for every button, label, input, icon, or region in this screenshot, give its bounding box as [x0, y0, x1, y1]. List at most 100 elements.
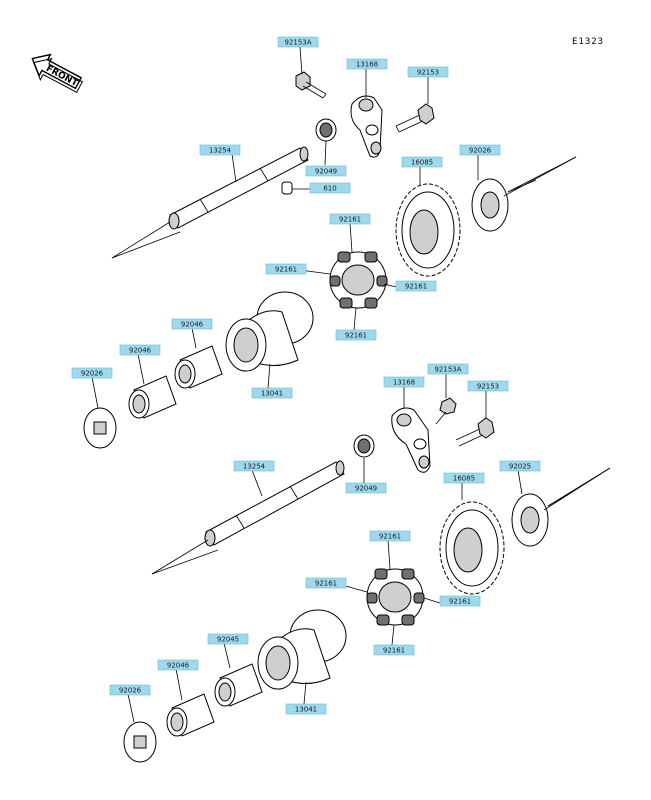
callout-text: 92153A [284, 39, 311, 47]
bearing-92049-lower [353, 434, 375, 458]
callout-box[interactable] [71, 367, 113, 379]
needle-bearing-92046-upper-b [128, 375, 177, 419]
arm-13168-lower [391, 407, 431, 473]
gear-16085-upper [395, 183, 461, 277]
callout-box[interactable] [443, 472, 485, 484]
callout-box[interactable] [499, 460, 541, 472]
callout-box[interactable] [427, 363, 469, 375]
callout-92153A[interactable]: 92153A [427, 363, 469, 375]
callout-box[interactable] [119, 344, 161, 356]
callout-16085[interactable]: 16085 [401, 156, 443, 168]
callout-box[interactable] [277, 36, 319, 48]
callout-box[interactable] [157, 659, 199, 671]
pin-610-upper [281, 181, 293, 195]
callout-box[interactable] [401, 156, 443, 168]
callout-text: 16085 [453, 475, 475, 483]
callout-92026[interactable]: 92026 [109, 684, 151, 696]
callout-92049[interactable]: 92049 [305, 165, 347, 177]
callout-box[interactable] [459, 144, 501, 156]
callout-text: 92045 [217, 636, 239, 644]
callout-16085[interactable]: 16085 [443, 472, 485, 484]
callout-box[interactable] [309, 182, 351, 194]
callout-text: 92161 [379, 533, 401, 541]
callout-box[interactable] [109, 684, 151, 696]
callout-box[interactable] [171, 318, 213, 330]
callout-text: 92161 [383, 647, 405, 655]
callout-box[interactable] [233, 460, 275, 472]
washer-92026-upper-left [83, 407, 117, 449]
callout-92046[interactable]: 92046 [119, 344, 161, 356]
callout-92153A[interactable]: 92153A [277, 36, 319, 48]
callout-text: 92153 [477, 383, 499, 391]
callout-92153[interactable]: 92153 [467, 380, 509, 392]
callout-13041[interactable]: 13041 [251, 387, 293, 399]
callout-box[interactable] [251, 387, 293, 399]
callout-box[interactable] [439, 595, 481, 607]
callout-text: 92161 [315, 580, 337, 588]
bolt-92153a-lower [435, 397, 457, 425]
callout-92026[interactable]: 92026 [459, 144, 501, 156]
callout-text: 92153A [434, 366, 461, 374]
callout-box[interactable] [285, 703, 327, 715]
needle-bearing-92045-lower-a [214, 663, 263, 707]
callout-text: 92026 [119, 687, 142, 695]
callout-text: 92153 [417, 69, 439, 77]
callout-text: 13041 [295, 706, 317, 714]
bearing-92049-upper [315, 118, 337, 142]
callout-box[interactable] [335, 329, 377, 341]
callout-13041[interactable]: 13041 [285, 703, 327, 715]
callout-text: 92026 [81, 370, 104, 378]
callout-text: 13041 [261, 390, 283, 398]
hub-13041-lower [257, 609, 347, 690]
callout-92161[interactable]: 92161 [305, 577, 347, 589]
callout-box[interactable] [199, 144, 241, 156]
callout-box[interactable] [305, 577, 347, 589]
callout-92025[interactable]: 92025 [499, 460, 541, 472]
callout-box[interactable] [383, 376, 425, 388]
callout-13168[interactable]: 13168 [346, 58, 388, 70]
callout-92161[interactable]: 92161 [395, 280, 437, 292]
callout-92045[interactable]: 92045 [207, 633, 249, 645]
damper-92161-upper [329, 251, 388, 309]
washer-92026-upper [471, 156, 577, 232]
callout-text: 92025 [509, 463, 531, 471]
callout-box[interactable] [265, 263, 307, 275]
callout-box[interactable] [305, 165, 347, 177]
callout-text: 92026 [469, 147, 492, 155]
callout-box[interactable] [467, 380, 509, 392]
callout-box[interactable] [207, 633, 249, 645]
callout-92049[interactable]: 92049 [345, 482, 387, 494]
callout-92161[interactable]: 92161 [335, 329, 377, 341]
callout-box[interactable] [407, 66, 449, 78]
diagram-code: E1323 [572, 37, 604, 47]
callout-box[interactable] [369, 530, 411, 542]
callout-92026[interactable]: 92026 [71, 367, 113, 379]
callout-92161[interactable]: 92161 [329, 213, 371, 225]
callout-92153[interactable]: 92153 [407, 66, 449, 78]
callout-13254[interactable]: 13254 [199, 144, 241, 156]
callout-13168[interactable]: 13168 [383, 376, 425, 388]
callout-text: 92046 [167, 662, 190, 670]
callout-92161[interactable]: 92161 [369, 530, 411, 542]
callout-92161[interactable]: 92161 [373, 644, 415, 656]
callout-box[interactable] [373, 644, 415, 656]
callout-box[interactable] [345, 482, 387, 494]
callout-92046[interactable]: 92046 [171, 318, 213, 330]
callout-box[interactable] [346, 58, 388, 70]
washer-92025-lower [511, 467, 611, 547]
callout-text: 92046 [181, 321, 204, 329]
callout-box[interactable] [329, 213, 371, 225]
needle-bearing-92046-lower-b [166, 693, 215, 737]
callout-text: 92046 [129, 347, 152, 355]
arm-13168-upper [350, 95, 383, 158]
callout-13254[interactable]: 13254 [233, 460, 275, 472]
callout-box[interactable] [395, 280, 437, 292]
callout-610[interactable]: 610 [309, 182, 351, 194]
callout-92161[interactable]: 92161 [265, 263, 307, 275]
callout-text: 16085 [411, 159, 433, 167]
callout-92161[interactable]: 92161 [439, 595, 481, 607]
callout-text: 13254 [209, 147, 232, 155]
callout-92046[interactable]: 92046 [157, 659, 199, 671]
